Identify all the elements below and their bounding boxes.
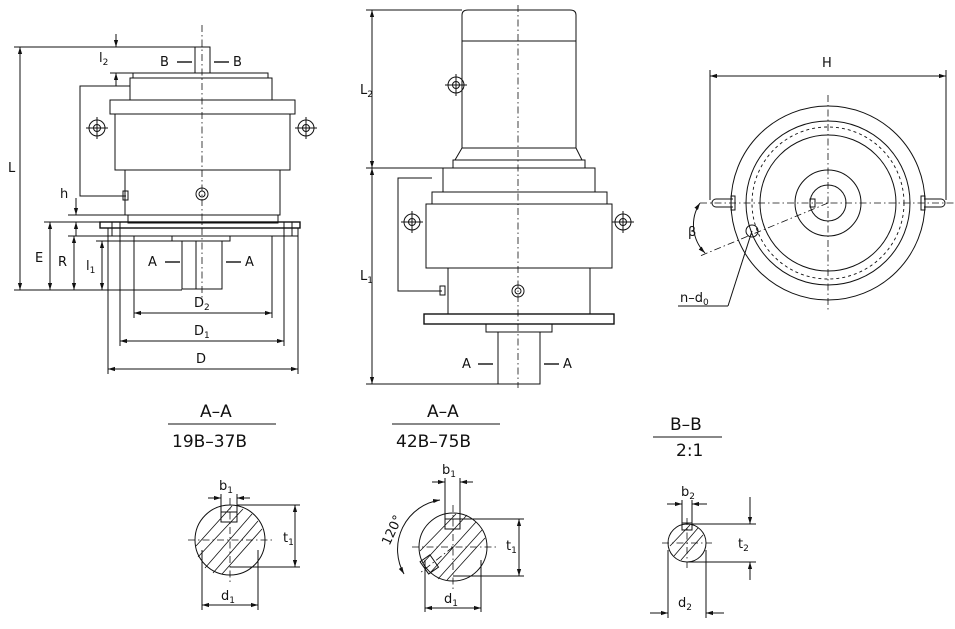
section-a-a-large: A–A 42B–75B b1 120° t1 d (379, 402, 524, 612)
lifting-eye-icon (445, 74, 467, 96)
top-flange-view: H β n–d0 (678, 56, 955, 312)
section-title: B–B (670, 415, 702, 435)
dim-label-d1: D1 (194, 324, 210, 341)
dim-label-t1: t1 (283, 531, 294, 548)
angle-label: 120° (379, 513, 406, 548)
dim-label-r: R (58, 255, 67, 270)
dim-label-beta: β (688, 225, 696, 240)
dim-label-d2: d2 (678, 596, 692, 613)
middle-motor-gearbox-view: A A L2 L1 (360, 5, 634, 388)
dim-label-b2: b2 (681, 485, 695, 502)
section-a-a-small: A–A 19B–37B b1 t1 d1 (168, 402, 300, 610)
lifting-eye-icon (401, 211, 423, 233)
dim-label-d1: d1 (444, 592, 458, 609)
dim-label-l1-body: L1 (360, 269, 373, 286)
left-gearbox-view: B B A A L l2 h E R l1 (8, 25, 317, 374)
oil-plug-icon (511, 284, 525, 298)
section-mark-b-left: B (160, 55, 169, 70)
dim-label-e: E (35, 251, 43, 266)
dim-label-l2-motor: L2 (360, 83, 373, 100)
section-title: A–A (200, 402, 232, 422)
dim-label-t2: t2 (738, 537, 749, 554)
section-subtitle: 42B–75B (396, 432, 471, 452)
section-mark-a-right: A (563, 357, 572, 372)
dim-label-h: h (60, 187, 68, 202)
section-mark-a-left: A (462, 357, 471, 372)
dim-label-h-width: H (822, 56, 832, 71)
section-mark-a-left: A (148, 255, 157, 270)
dim-label-t1: t1 (506, 539, 517, 556)
lifting-eye-icon (612, 211, 634, 233)
dim-label-l: L (8, 161, 16, 176)
section-title: A–A (427, 402, 459, 422)
section-b-b: B–B 2:1 b2 t2 d2 (650, 415, 756, 618)
dim-label-b1: b1 (442, 463, 456, 480)
section-mark-b-right: B (233, 55, 242, 70)
dim-label-d2: D2 (194, 296, 210, 313)
dim-label-d1: d1 (221, 589, 235, 606)
dim-label-l1: l1 (86, 259, 95, 276)
section-mark-a-right: A (245, 255, 254, 270)
dim-label-d: D (196, 352, 206, 367)
section-subtitle: 19B–37B (172, 432, 247, 452)
dim-label-l2: l2 (99, 51, 108, 68)
dim-label-holes: n–d0 (680, 291, 709, 308)
dim-label-b1: b1 (219, 479, 233, 496)
oil-plug-icon (195, 187, 209, 201)
lifting-eye-icon (295, 117, 317, 139)
section-subtitle: 2:1 (676, 441, 703, 461)
lifting-eye-icon (86, 117, 108, 139)
